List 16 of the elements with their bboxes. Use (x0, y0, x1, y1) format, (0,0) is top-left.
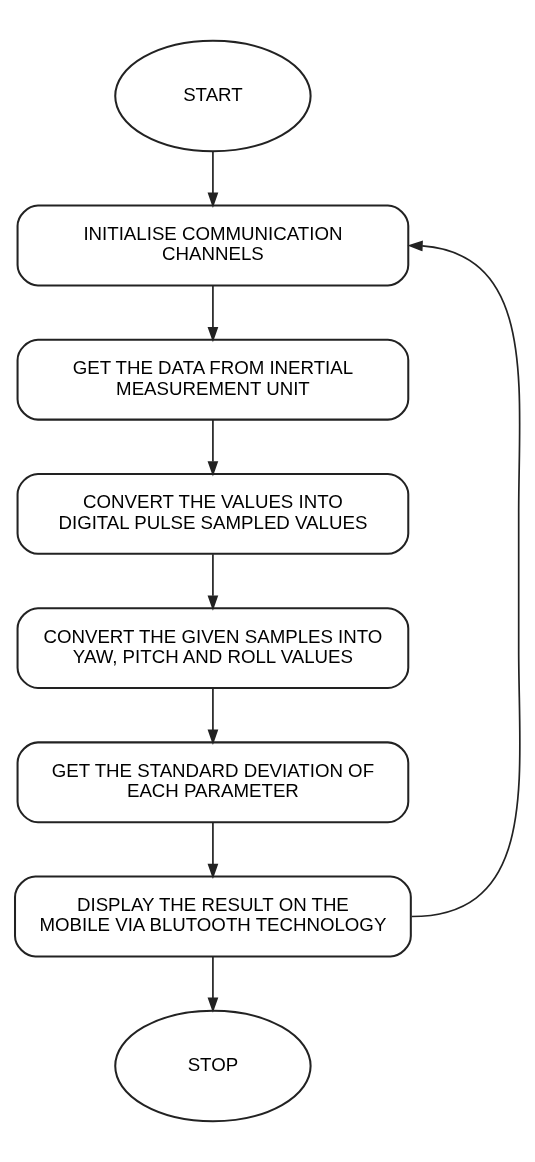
node-box: CONVERT THE GIVEN SAMPLES INTO YAW, PITCH AND ROLL VALUES (16, 607, 410, 690)
arrow (207, 150, 219, 208)
node-box: GET THE STANDARD DEVIATION OF EACH PARAMETER (16, 741, 410, 824)
node-box: DISPLAY THE RESULT ON THE MOBILE VIA BLUTOOTH TECHNOLOGY (14, 875, 412, 958)
arrow (207, 687, 219, 745)
node-box: GET THE DATA FROM INERTIAL MEASUREMENT UNIT (16, 338, 410, 421)
arrow (207, 955, 219, 1013)
node-ellipse: STOP (114, 1009, 312, 1123)
arrow (207, 821, 219, 880)
arrow (207, 419, 219, 477)
arrow (207, 553, 219, 611)
arrow (407, 240, 521, 918)
node-box: CONVERT THE VALUES INTO DIGITAL PULSE SAMPLED VALUES (16, 472, 410, 555)
node-box: INITIALISE COMMUNICATION CHANNELS (16, 204, 410, 287)
arrow (207, 284, 219, 343)
node-ellipse: START (114, 39, 312, 153)
